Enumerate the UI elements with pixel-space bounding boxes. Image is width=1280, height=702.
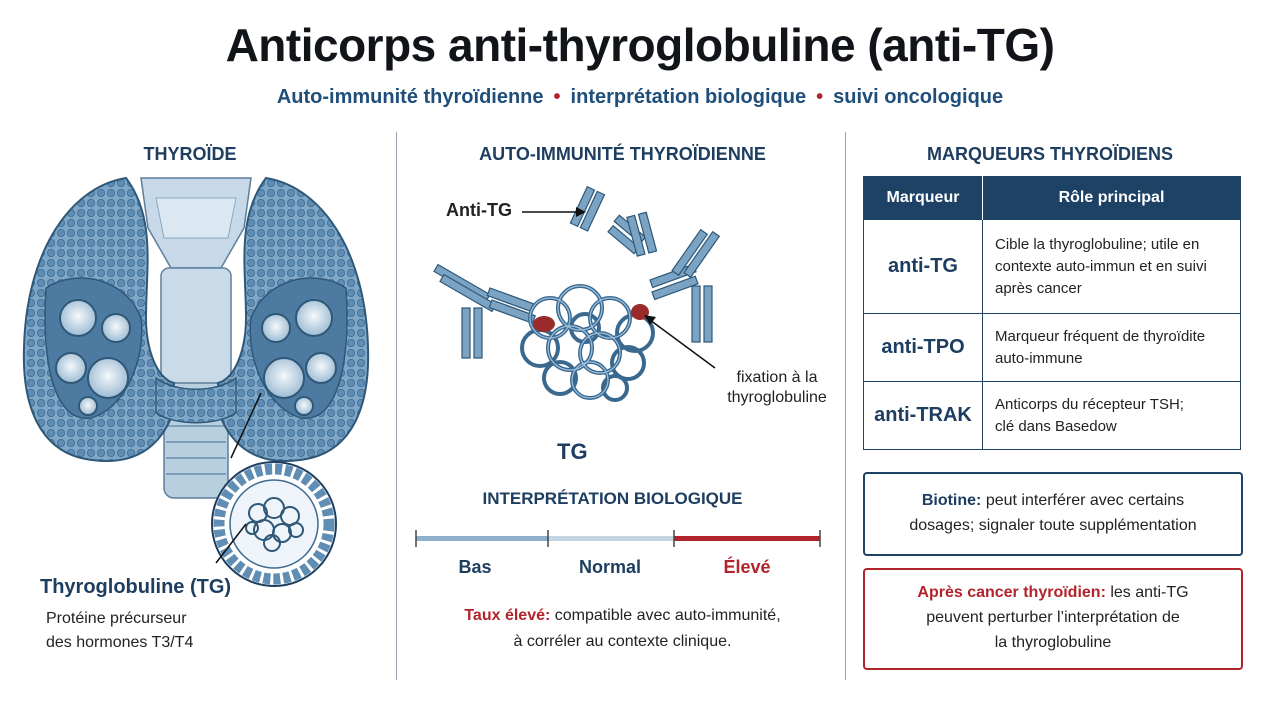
bound-antibody-right (649, 228, 721, 343)
table-header-role: Rôle principal (982, 176, 1241, 220)
page-subtitle: Auto-immunité thyroïdienne • interprétatio… (0, 86, 1280, 109)
subtitle-part-2: interprétation biologique (570, 86, 807, 108)
markers-table: Marqueur Rôle principal anti-TG Cible la… (863, 176, 1241, 450)
role-line: après cancer (995, 279, 1082, 297)
fixation-label: fixation à la thyroglobuline (712, 368, 842, 408)
scale-label-normal: Normal (578, 557, 641, 577)
page-title: Anticorps anti-thyroglobuline (anti-TG) (225, 19, 1055, 71)
scale-label-low: Bas (458, 557, 492, 577)
table-header-marker: Marqueur (863, 176, 983, 220)
anti-tg-label: Anti-TG (446, 200, 512, 220)
subtitle-part-3: suivi oncologique (833, 86, 1004, 108)
high-level-note: Taux élevé: compatible avec auto-immunit… (400, 603, 845, 655)
table-row: anti-TG Cible la thyroglobuline; utile e… (863, 219, 1241, 314)
role-line: Cible la thyroglobuline; utile en (995, 235, 1200, 253)
post-cancer-line1: les anti-TG (1110, 584, 1189, 601)
scale-label-high: Élevé (723, 557, 771, 577)
fixation-line2: thyroglobuline (727, 389, 827, 406)
thyroid-illustration (22, 176, 370, 587)
subtitle-separator-1: • (553, 86, 561, 108)
post-cancer-note-box: Après cancer thyroïdien: les anti-TG peu… (863, 568, 1243, 670)
level-scale (415, 530, 821, 547)
thyroglobulin-desc-line2: des hormones T3/T4 (46, 634, 194, 651)
biotin-note-box: Biotine: peut interférer avec certains d… (863, 472, 1243, 556)
interpretation-heading: INTERPRÉTATION BIOLOGIQUE (482, 489, 743, 508)
role-cell: Marqueur fréquent de thyroïdite auto-imm… (982, 313, 1241, 382)
thyroglobulin-molecule (520, 284, 655, 402)
biotin-line2: dosages; signaler toute supplémentation (909, 517, 1197, 534)
role-cell: Cible la thyroglobuline; utile en contex… (982, 219, 1241, 314)
post-cancer-key: Après cancer thyroïdien: (917, 584, 1106, 601)
binding-site-right (631, 304, 649, 320)
antibody-diagram (433, 185, 721, 402)
post-cancer-line3: la thyroglobuline (994, 634, 1112, 651)
fixation-line1: fixation à la (736, 369, 818, 386)
thyroglobulin-desc-line1: Protéine précurseur (46, 610, 187, 627)
role-line: contexte auto-immun et en suivi (995, 257, 1207, 275)
post-cancer-line2: peuvent perturber l’interprétation de (926, 609, 1180, 626)
table-row: anti-TRAK Anticorps du récepteur TSH; cl… (863, 381, 1241, 450)
markers-heading: MARQUEURS THYROÏDIENS (926, 144, 1173, 164)
role-line: Marqueur fréquent de thyroïdite (995, 327, 1206, 345)
marker-cell: anti-TPO (863, 313, 983, 382)
biotin-key: Biotine: (921, 492, 982, 509)
marker-cell: anti-TRAK (863, 381, 983, 450)
role-line: auto-immune (995, 349, 1083, 367)
role-line: Anticorps du récepteur TSH; (995, 395, 1184, 413)
subtitle-part-1: Auto-immunité thyroïdienne (276, 86, 544, 108)
tg-molecule-label: TG (557, 439, 588, 464)
thyroglobulin-label: Thyroglobuline (TG) (40, 576, 232, 598)
autoimmunity-heading: AUTO-IMMUNITÉ THYROÏDIENNE (479, 144, 766, 164)
subtitle-separator-2: • (816, 86, 824, 108)
biotin-line1: peut interférer avec certains (985, 492, 1185, 509)
column-divider-left (396, 132, 397, 680)
role-line: clé dans Basedow (995, 417, 1117, 435)
binding-site-left (533, 316, 555, 332)
thyroid-heading: THYROÏDE (143, 144, 237, 164)
bound-antibody-left (433, 263, 536, 359)
free-antibody (569, 185, 658, 257)
high-level-line1: compatible avec auto-immunité, (554, 607, 781, 624)
high-level-key: Taux élevé: (464, 607, 551, 624)
table-row: anti-TPO Marqueur fréquent de thyroïdite… (863, 313, 1241, 382)
role-cell: Anticorps du récepteur TSH; clé dans Bas… (982, 381, 1241, 450)
high-level-line2: à corréler au contexte clinique. (513, 633, 732, 650)
column-divider-right (845, 132, 846, 680)
follicle-zoom (211, 461, 337, 587)
table-header-row: Marqueur Rôle principal (863, 176, 1241, 220)
thyroid-isthmus (155, 376, 237, 424)
marker-cell: anti-TG (863, 219, 983, 314)
